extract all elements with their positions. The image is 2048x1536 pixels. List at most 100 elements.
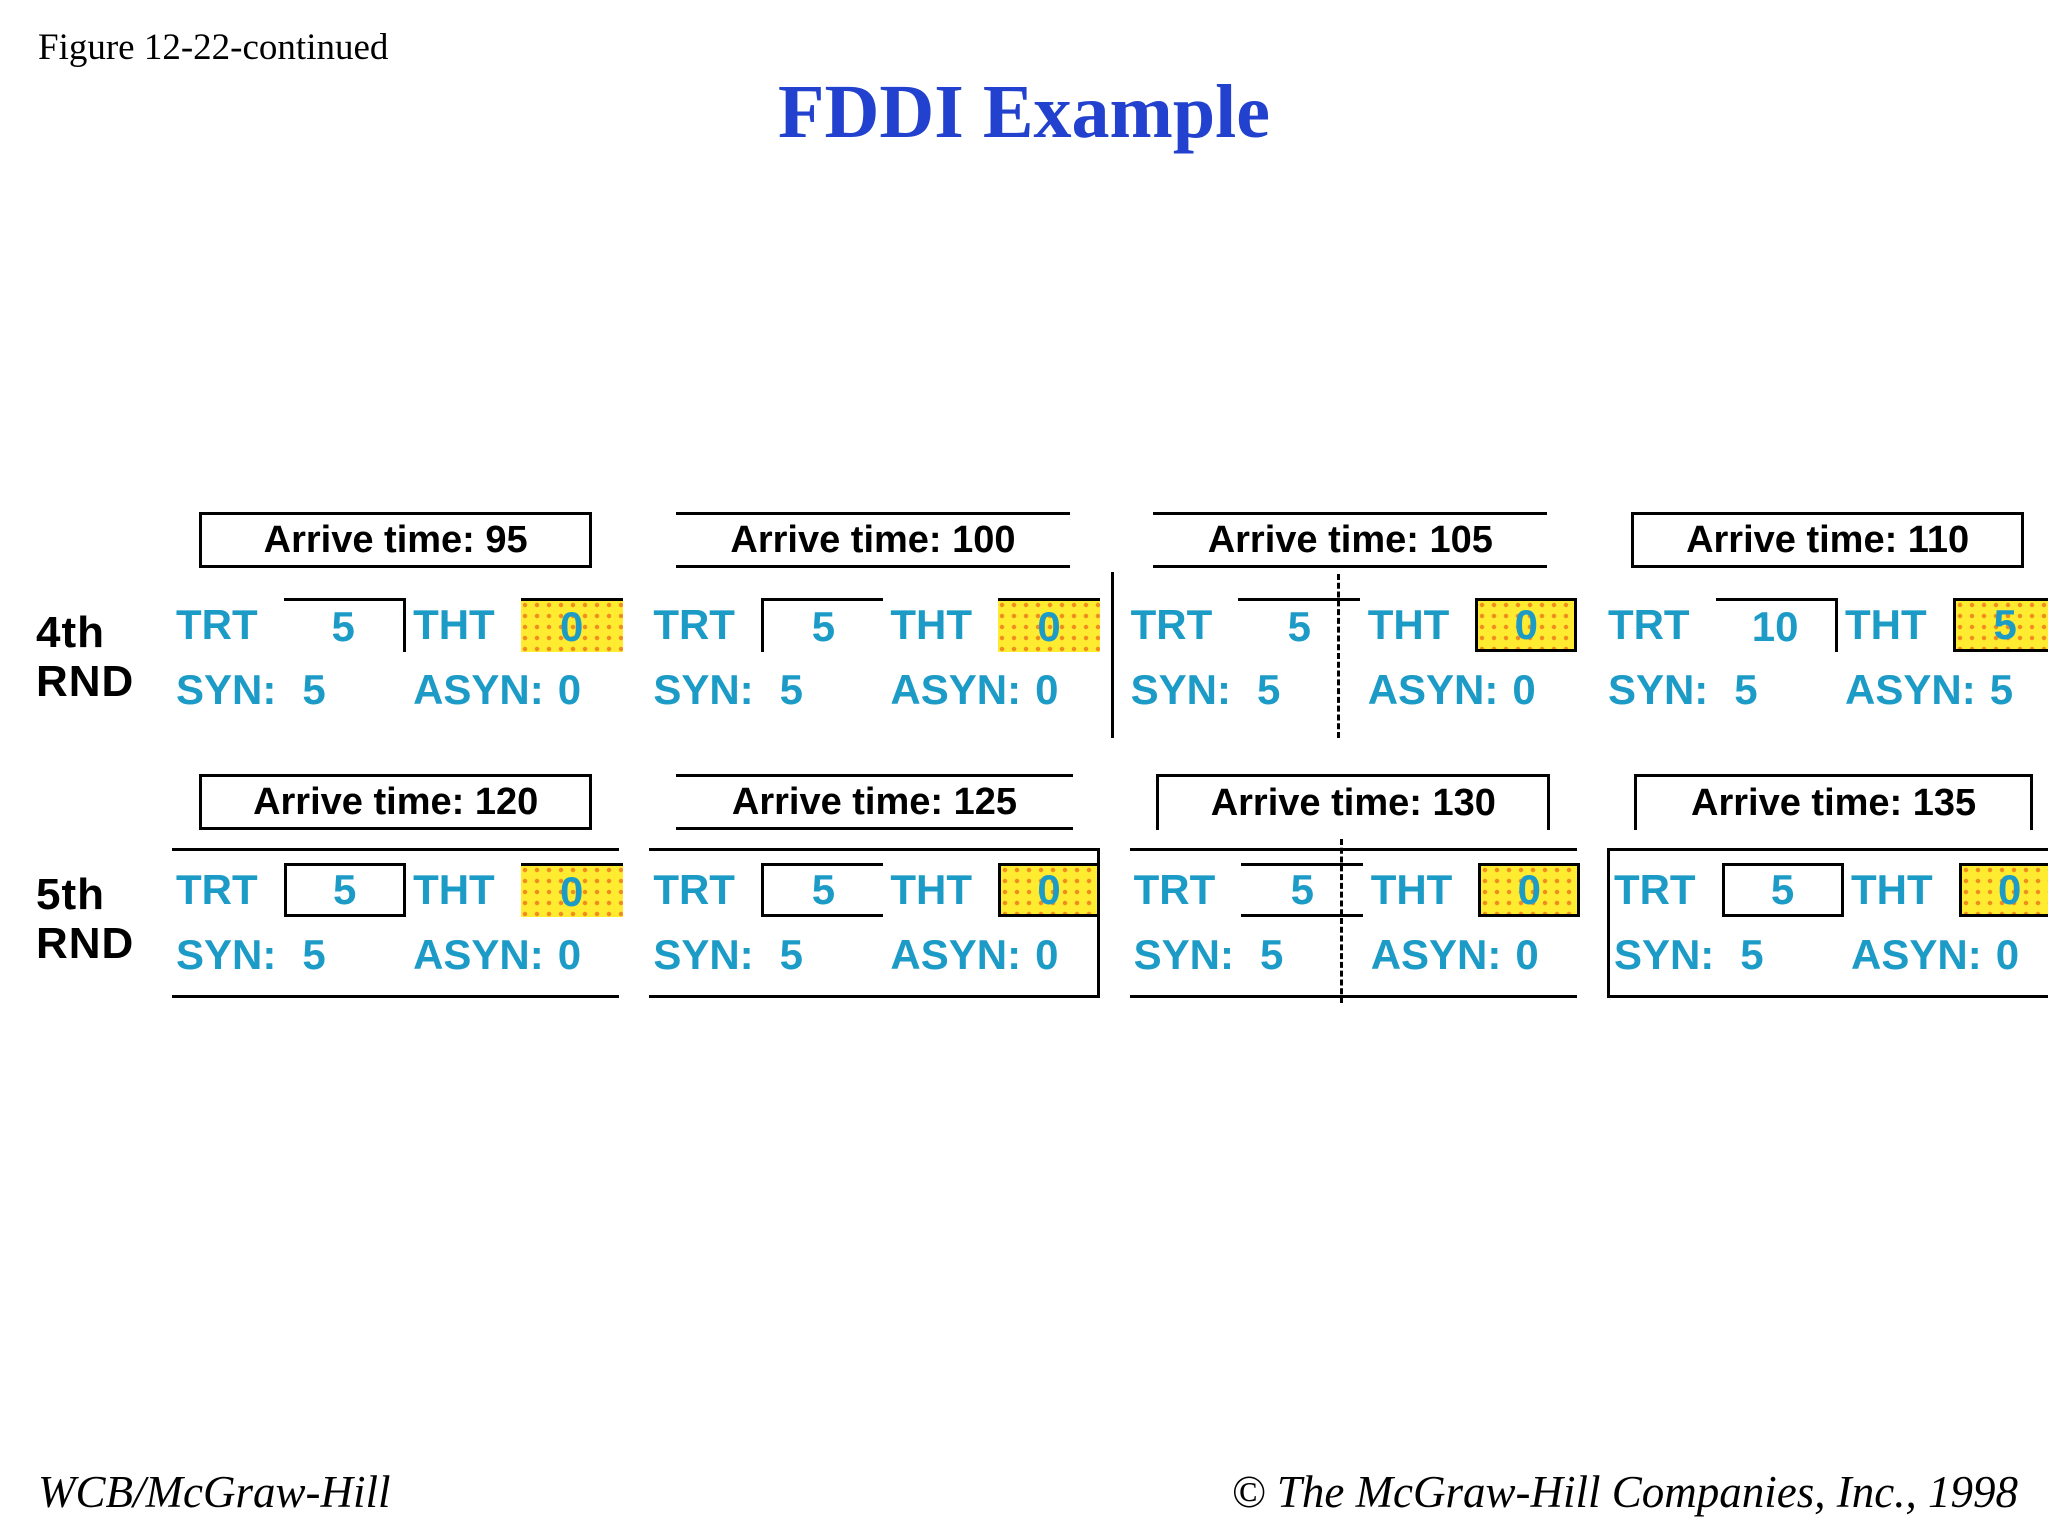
asyn-label: ASYN: (1851, 931, 1982, 978)
asyn-label: ASYN: (413, 666, 544, 713)
trt-cell: TRT 5 (649, 598, 886, 652)
station-box-arrive-100: Arrive time: 100 TRT 5 THT 0 SYN: 5 ASYN… (649, 512, 1114, 738)
arrive-time-header: Arrive time: 95 (198, 512, 593, 568)
syn-label: SYN: (176, 931, 277, 978)
arrive-time-header: Arrive time: 120 (198, 774, 593, 830)
station-box-arrive-95: Arrive time: 95 TRT 5 THT 0 SYN: 5 ASYN:… (172, 512, 623, 730)
trt-value: 5 (1241, 863, 1364, 917)
tht-value: 0 (998, 598, 1101, 652)
tht-value: 0 (1478, 863, 1581, 917)
round-label-line1: 4th (36, 608, 105, 657)
trt-cell: TRT 5 (172, 863, 409, 917)
round-label-line2: RND (36, 919, 135, 968)
tht-label: THT (1851, 866, 1933, 913)
syn-value: 5 (1740, 931, 1764, 978)
syn-cell: SYN: 5 (1604, 666, 1841, 714)
syn-value: 5 (302, 666, 326, 713)
asyn-value: 0 (557, 666, 582, 713)
tht-value: 5 (1952, 598, 2048, 652)
trt-value: 10 (1715, 598, 1838, 652)
trt-value: 5 (1238, 598, 1361, 652)
footer-publisher: WCB/McGraw-Hill (38, 1467, 391, 1517)
syn-label: SYN: (653, 666, 754, 713)
tht-label: THT (413, 601, 495, 648)
trt-label: TRT (1130, 601, 1213, 648)
slide-title: FDDI Example (778, 69, 1270, 154)
tht-cell: THT 5 (1841, 598, 2048, 652)
trt-cell: TRT 10 (1604, 598, 1841, 652)
arrive-time-header: Arrive time: 125 (676, 774, 1073, 830)
asyn-value: 0 (1995, 931, 2020, 978)
syn-value: 5 (779, 666, 804, 713)
syn-label: SYN: (1130, 666, 1231, 713)
asyn-cell: ASYN: 0 (1367, 931, 1577, 979)
tht-label: THT (413, 866, 495, 913)
asyn-value: 0 (1035, 931, 1059, 978)
trt-label: TRT (653, 866, 735, 913)
syn-value: 5 (1256, 666, 1281, 713)
tht-cell: THT 0 (409, 598, 623, 652)
asyn-value: 0 (557, 931, 582, 978)
trt-value: 5 (760, 598, 883, 652)
station-values: TRT 5 THT 0 SYN: 5 ASYN: 0 (172, 586, 623, 730)
station-box-arrive-130: Arrive time: 130 TRT 5 THT 0 SYN: 5 ASYN… (1129, 774, 1581, 1003)
tht-value: 0 (1958, 863, 2048, 917)
trt-label: TRT (1133, 866, 1216, 913)
asyn-label: ASYN: (1845, 666, 1976, 713)
asyn-cell: ASYN: 0 (886, 931, 1096, 979)
syn-label: SYN: (1613, 931, 1715, 978)
syn-label: SYN: (1607, 666, 1709, 713)
figure-label: Figure 12-22-continued (38, 27, 389, 68)
trt-cell: TRT 5 (1610, 863, 1847, 917)
tht-cell: THT 0 (1847, 863, 2048, 917)
station-box-arrive-110: Arrive time: 110 TRT 10 THT 5 SYN: 5 ASY… (1604, 512, 2048, 730)
trt-value: 5 (283, 598, 406, 652)
round-label-line1: 5th (36, 870, 105, 919)
trt-cell: TRT 5 (172, 598, 409, 652)
syn-cell: SYN: 5 (649, 931, 886, 979)
syn-cell: SYN: 5 (1127, 666, 1364, 714)
arrive-time-header: Arrive time: 135 (1634, 774, 2034, 830)
arrive-time-header: Arrive time: 130 (1156, 774, 1551, 830)
round-label-4th: 4th RND (36, 512, 142, 706)
syn-value: 5 (302, 931, 326, 978)
syn-cell: SYN: 5 (172, 931, 409, 979)
tht-cell: THT 0 (886, 598, 1101, 652)
trt-label: TRT (176, 866, 258, 913)
trt-label: TRT (1613, 866, 1696, 913)
asyn-label: ASYN: (890, 931, 1022, 978)
round-row-4th: 4th RND Arrive time: 95 TRT 5 THT 0 SYN:… (36, 512, 2048, 738)
syn-label: SYN: (176, 666, 277, 713)
tht-value: 0 (520, 598, 623, 652)
asyn-cell: ASYN: 0 (409, 931, 619, 979)
station-values: TRT 5 THT 0 SYN: 5 ASYN: 0 (1606, 848, 2048, 998)
syn-label: SYN: (653, 931, 754, 978)
tht-value: 0 (998, 863, 1101, 917)
asyn-cell: ASYN: 0 (886, 666, 1096, 714)
syn-value: 5 (1259, 931, 1284, 978)
syn-cell: SYN: 5 (1130, 931, 1367, 979)
station-box-arrive-135: Arrive time: 135 TRT 5 THT 0 SYN: 5 ASYN… (1606, 774, 2048, 998)
trt-label: TRT (176, 601, 258, 648)
tht-label: THT (1845, 601, 1927, 648)
tht-label: THT (1367, 601, 1450, 648)
asyn-label: ASYN: (1367, 666, 1499, 713)
trt-label: TRT (1607, 601, 1690, 648)
trt-value: 5 (283, 863, 406, 917)
station-values: TRT 5 THT 0 SYN: 5 ASYN: 0 (1129, 839, 1581, 1003)
round-label-line2: RND (36, 657, 135, 706)
trt-label: TRT (653, 601, 735, 648)
station-box-arrive-105: Arrive time: 105 TRT 5 THT 0 SYN: 5 ASYN… (1127, 512, 1578, 738)
trt-value: 5 (760, 863, 883, 917)
station-box-arrive-120: Arrive time: 120 TRT 5 THT 0 SYN: 5 ASYN… (172, 774, 623, 998)
tht-cell: THT 0 (886, 863, 1101, 917)
tht-cell: THT 0 (1364, 598, 1578, 652)
tht-cell: THT 0 (409, 863, 623, 917)
asyn-cell: ASYN: 5 (1841, 666, 2048, 714)
tht-label: THT (890, 601, 973, 648)
tht-cell: THT 0 (1367, 863, 1581, 917)
tht-value: 0 (1475, 598, 1578, 652)
arrive-time-header: Arrive time: 110 (1630, 512, 2025, 568)
asyn-label: ASYN: (890, 666, 1022, 713)
syn-cell: SYN: 5 (172, 666, 409, 714)
